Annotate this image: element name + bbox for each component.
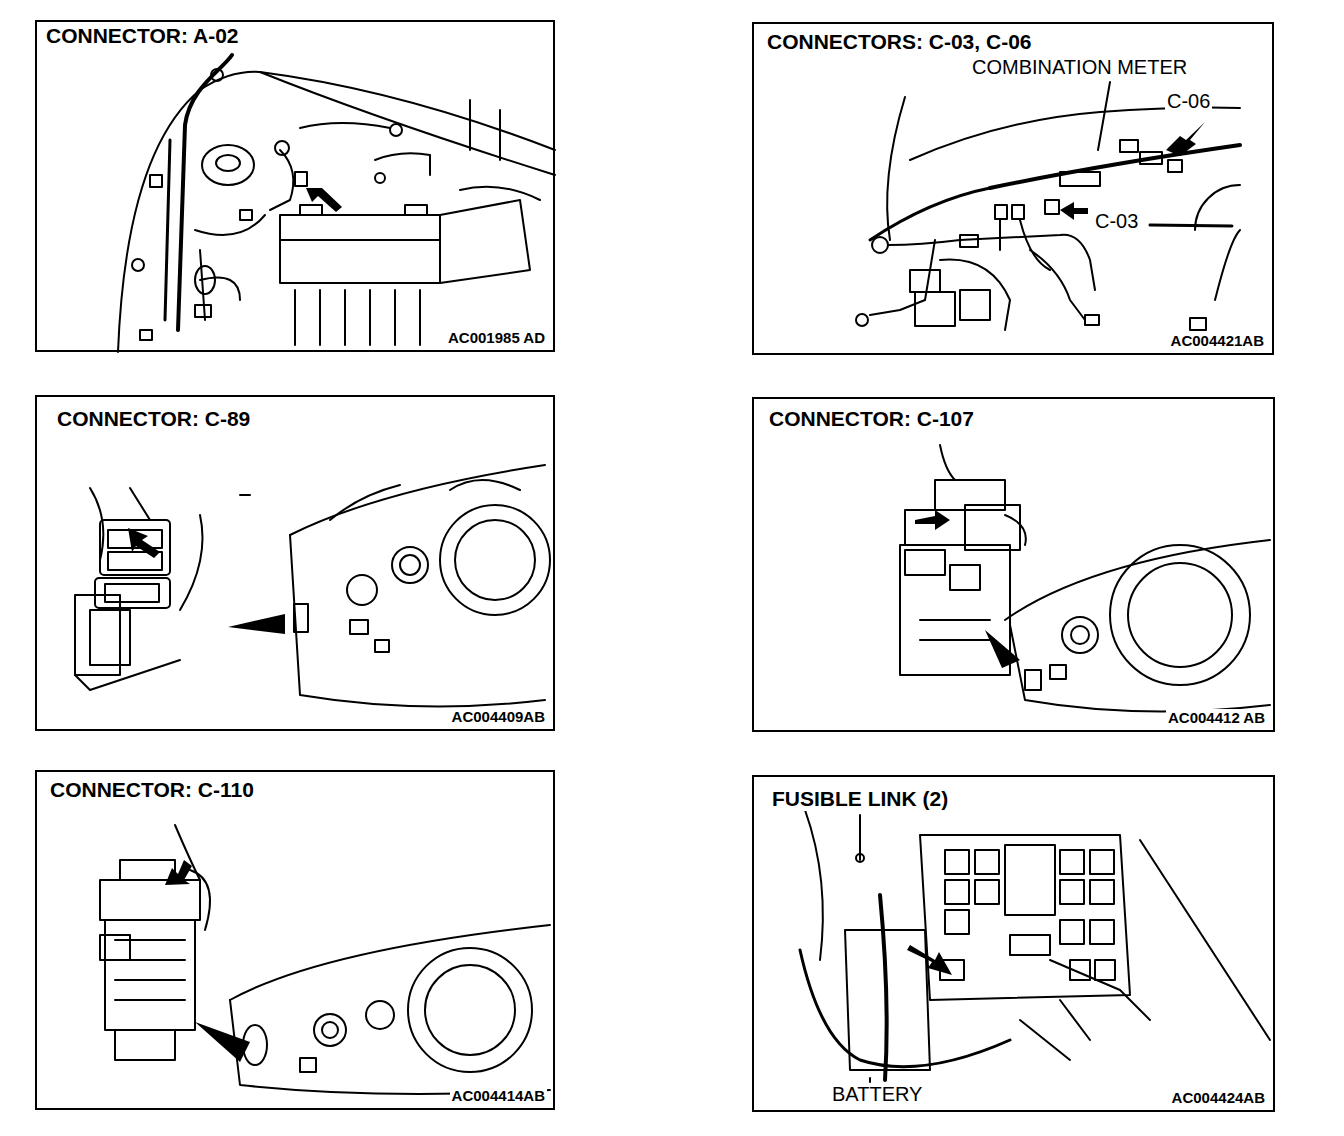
relay-box-drawing: [900, 445, 1270, 711]
label-text: AC001985 AD: [446, 329, 547, 346]
panel-heading: FUSIBLE LINK (2): [770, 787, 950, 811]
label-text: CONNECTOR: A-02: [44, 24, 241, 48]
panel-heading: CONNECTOR: A-02: [44, 24, 241, 48]
connector-panel: CONNECTORS: C-03, C-06COMBINATION METER C…: [752, 22, 1274, 355]
harness-drawing: [856, 82, 1240, 330]
figure-code: AC004409AB: [450, 708, 547, 726]
connector-panel: CONNECTOR: A-02AC001985 AD: [35, 20, 555, 352]
label-text: CONNECTOR: C-89: [55, 407, 252, 431]
label-text: AC004421AB: [1169, 332, 1266, 349]
label-text: FUSIBLE LINK (2): [770, 787, 950, 811]
label-text: COMBINATION METER: [970, 56, 1189, 79]
panel-heading: CONNECTORS: C-03, C-06: [765, 30, 1034, 54]
label-text: C-06: [1165, 90, 1212, 113]
figure-code: AC004424AB: [1170, 1089, 1267, 1107]
fuse-box-drawing: [800, 810, 1270, 1082]
engine-bay-drawing: [118, 55, 555, 352]
part-label: C-03: [1093, 210, 1140, 233]
label-text: BATTERY: [830, 1083, 924, 1106]
figure-code: AC001985 AD: [446, 329, 547, 347]
connector-panel: CONNECTOR: C-107AC004412 AB: [752, 397, 1275, 732]
panel-heading: CONNECTOR: C-107: [767, 407, 976, 431]
part-label: C-06: [1165, 90, 1212, 113]
label-text: AC004412 AB: [1166, 709, 1267, 726]
connector-panel: CONNECTOR: C-110AC004414AB: [35, 770, 555, 1110]
label-text: CONNECTOR: C-110: [48, 778, 256, 802]
part-label: BATTERY: [830, 1083, 924, 1106]
panel-heading: CONNECTOR: C-110: [48, 778, 256, 802]
part-label: COMBINATION METER: [970, 56, 1189, 79]
label-text: AC004414AB: [450, 1087, 547, 1104]
figure-code: AC004414AB: [450, 1087, 547, 1105]
connector-panel: FUSIBLE LINK (2) BATTERY AC004424AB: [752, 775, 1275, 1112]
label-text: CONNECTOR: C-107: [767, 407, 976, 431]
label-text: CONNECTORS: C-03, C-06: [765, 30, 1034, 54]
connector-panel: CONNECTOR: C-89AC004409AB: [35, 395, 555, 731]
figure-code: AC004421AB: [1169, 332, 1266, 350]
label-text: C-03: [1093, 210, 1140, 233]
ecu-drawing: [100, 825, 550, 1094]
figure-code: AC004412 AB: [1166, 709, 1267, 727]
dashboard-drawing: [75, 465, 550, 706]
label-text: AC004409AB: [450, 708, 547, 725]
panel-heading: CONNECTOR: C-89: [55, 407, 252, 431]
label-text: AC004424AB: [1170, 1089, 1267, 1106]
